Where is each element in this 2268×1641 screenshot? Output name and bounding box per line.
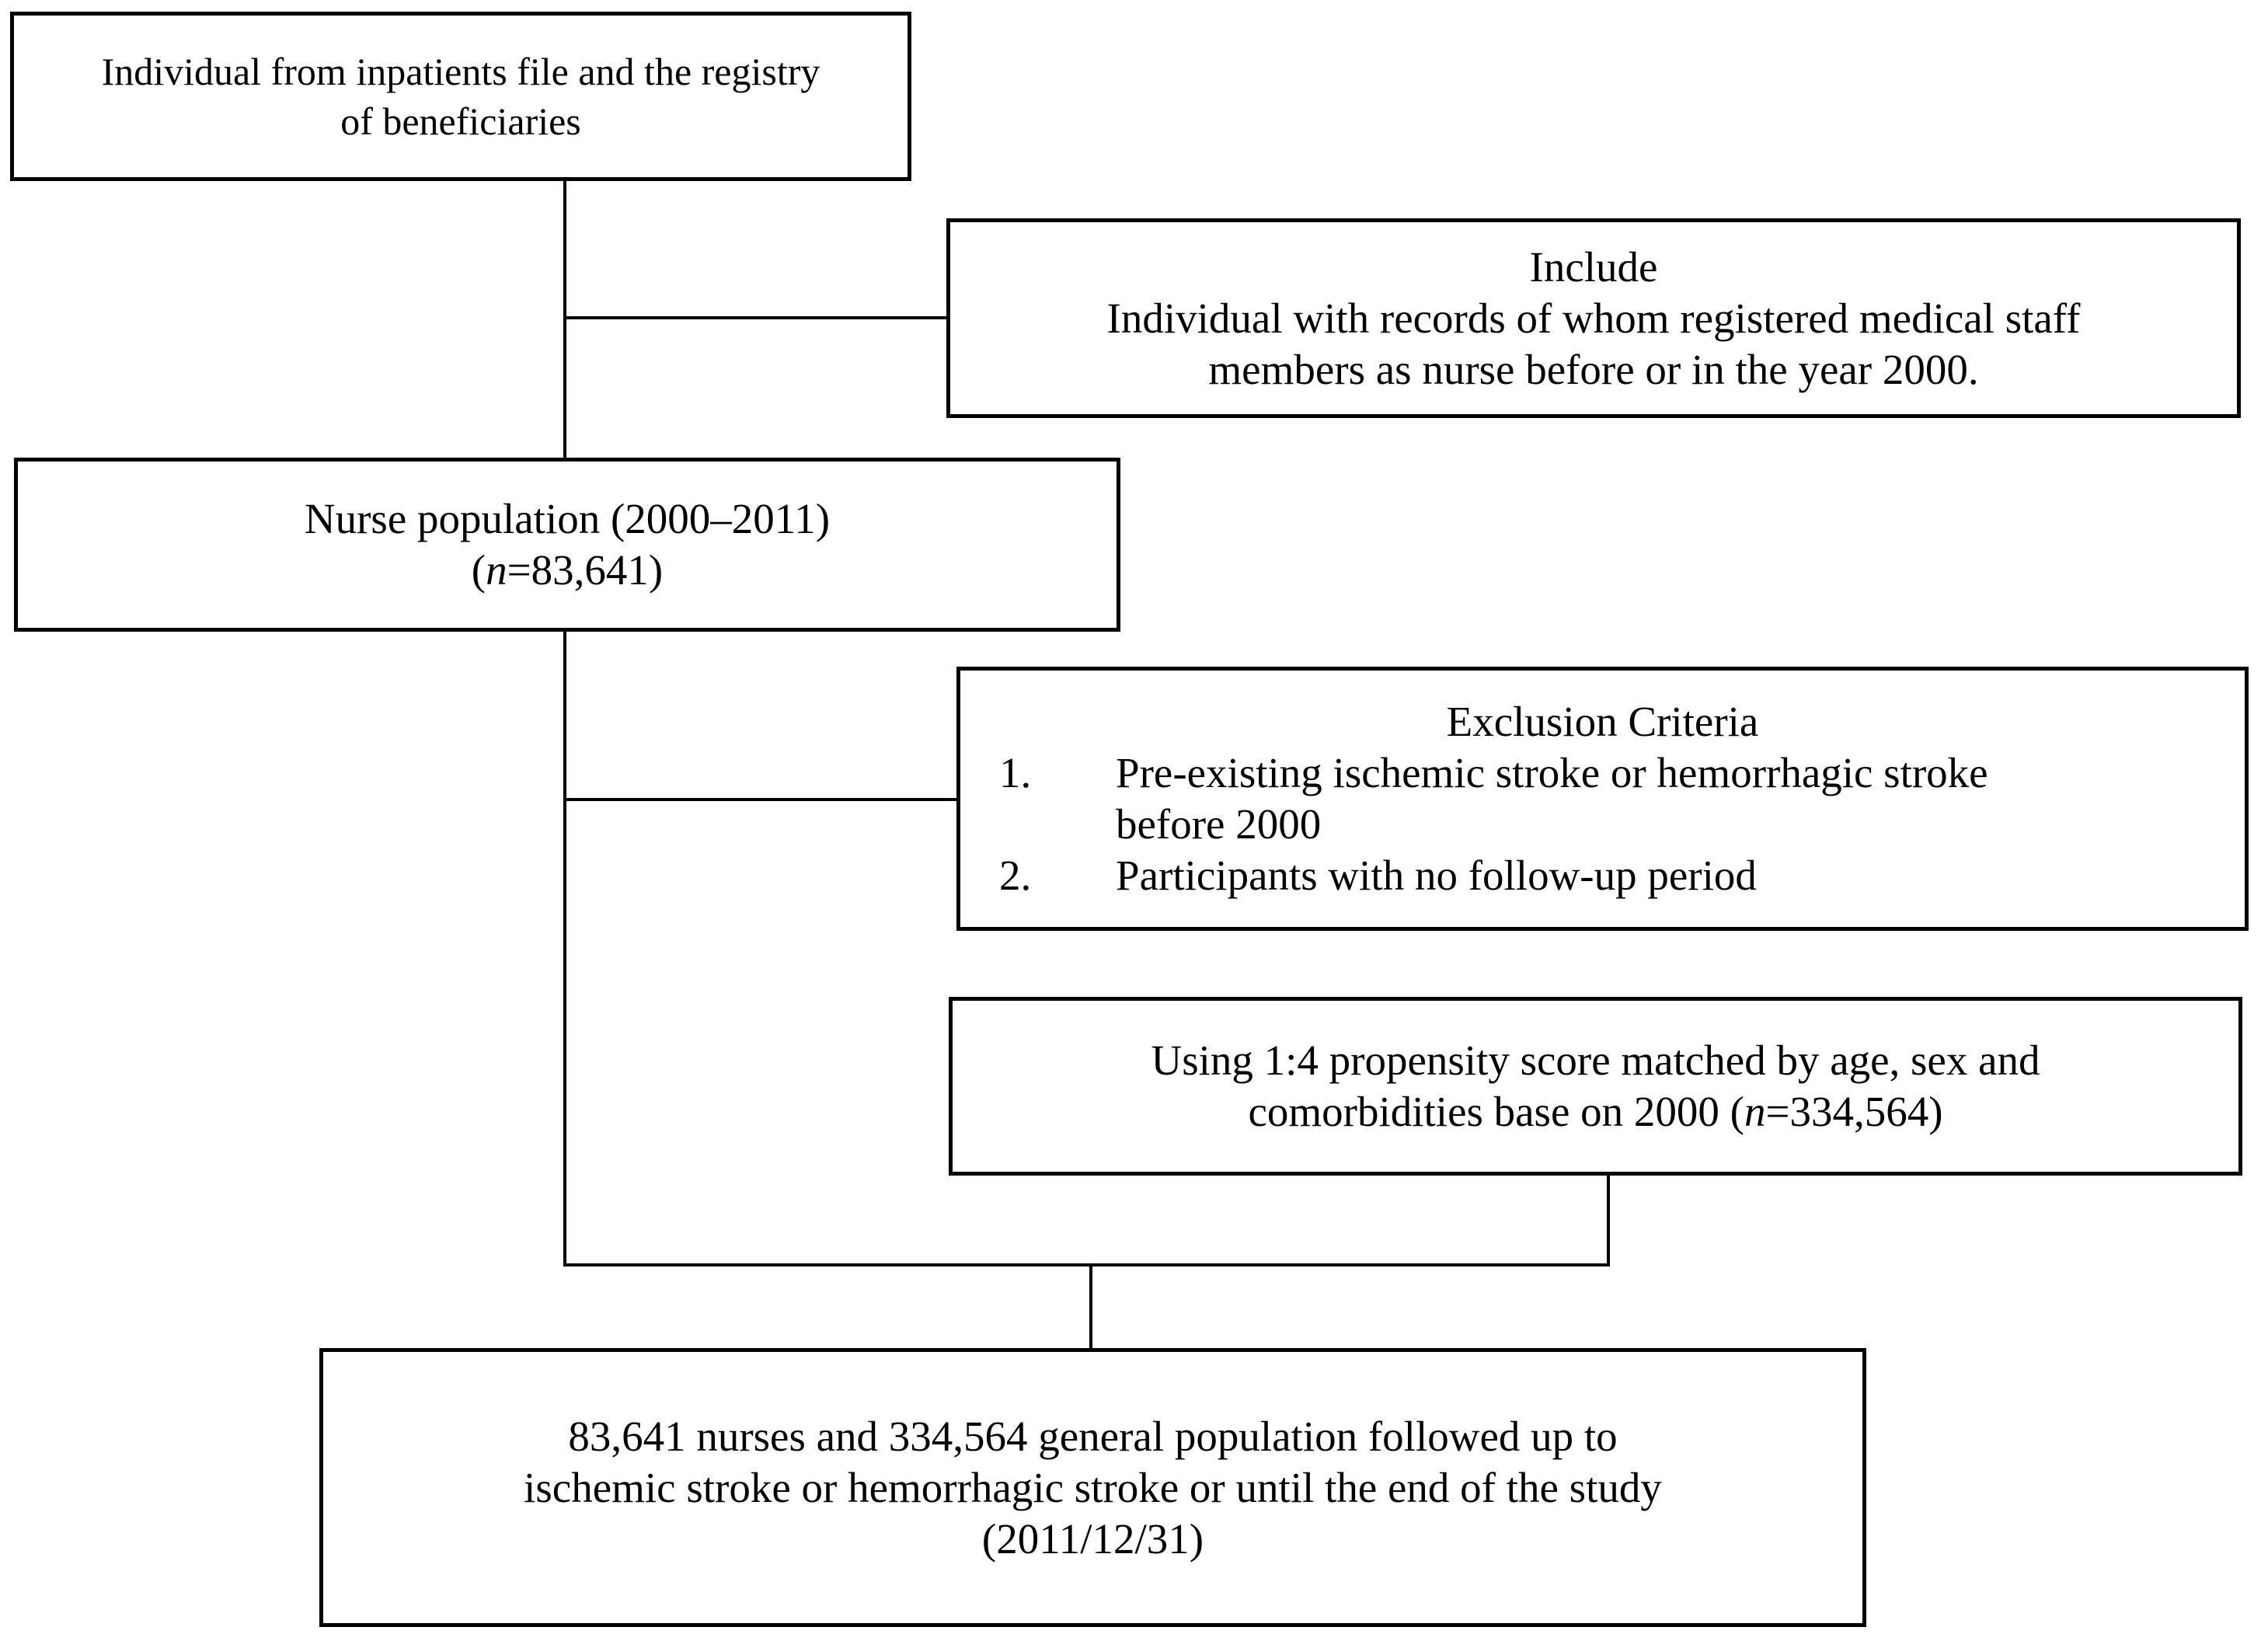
final-line-2: ischemic stroke or hemorrhagic stroke or… xyxy=(524,1463,1662,1511)
exclusion-item-2-number: 2. xyxy=(999,852,1032,899)
nurse-count: (n=83,641) xyxy=(472,545,663,596)
propensity-line-2-suffix: =334,564) xyxy=(1765,1088,1943,1135)
propensity-line-2: comorbidities base on 2000 (n=334,564) xyxy=(1248,1086,1942,1138)
exclusion-item-2-line-1: Participants with no follow-up period xyxy=(1116,852,1757,899)
connector-nurse-to-merge xyxy=(563,632,566,1266)
exclusion-item-1: 1. Pre-existing ischemic stroke or hemor… xyxy=(960,747,2245,850)
nurse-title: Nurse population (2000–2011) xyxy=(304,495,831,542)
final-line-3: (2011/12/31) xyxy=(981,1514,1204,1563)
connector-merge-to-final xyxy=(1089,1266,1092,1348)
nurse-count-open: ( xyxy=(471,546,486,594)
box-include-criteria: Include Individual with records of whom … xyxy=(946,218,2241,418)
box-final-cohort: 83,641 nurses and 334,564 general popula… xyxy=(319,1348,1866,1627)
connector-source-to-nurse xyxy=(563,181,566,458)
propensity-count-symbol: n xyxy=(1744,1088,1766,1135)
include-line-2: members as nurse before or in the year 2… xyxy=(1208,345,1979,393)
box-nurse-population: Nurse population (2000–2011) (n=83,641) xyxy=(14,458,1120,632)
include-title: Include xyxy=(1529,242,1658,291)
exclusion-item-1-line-2: before 2000 xyxy=(1116,800,1322,848)
exclusion-item-2: 2. Participants with no follow-up period xyxy=(960,850,2245,901)
propensity-line-1: Using 1:4 propensity score matched by ag… xyxy=(1151,1037,2040,1084)
exclusion-item-1-number: 1. xyxy=(999,749,1032,796)
connector-branch-exclusion xyxy=(563,798,956,801)
connector-branch-include xyxy=(563,316,946,319)
exclusion-item-2-text: Participants with no follow-up period xyxy=(1116,850,2229,901)
connector-merge-horizontal xyxy=(563,1263,1610,1266)
source-line-2: of beneficiaries xyxy=(340,99,581,143)
box-exclusion-criteria: Exclusion Criteria 1. Pre-existing ische… xyxy=(956,667,2249,931)
exclusion-item-1-line-1: Pre-existing ischemic stroke or hemorrha… xyxy=(1116,749,1988,796)
nurse-count-symbol: n xyxy=(486,546,507,594)
nurse-count-rest: =83,641) xyxy=(507,546,664,594)
source-line-1: Individual from inpatients file and the … xyxy=(101,50,820,93)
exclusion-title: Exclusion Criteria xyxy=(1446,698,1759,745)
connector-propensity-drop xyxy=(1607,1176,1610,1266)
include-line-1: Individual with records of whom register… xyxy=(1106,294,2081,342)
propensity-line-2-prefix: comorbidities base on 2000 ( xyxy=(1248,1088,1744,1135)
exclusion-item-1-text: Pre-existing ischemic stroke or hemorrha… xyxy=(1116,747,2229,850)
box-propensity-matching: Using 1:4 propensity score matched by ag… xyxy=(949,997,2242,1176)
box-source-population: Individual from inpatients file and the … xyxy=(10,12,911,181)
final-line-1: 83,641 nurses and 334,564 general popula… xyxy=(568,1412,1618,1460)
